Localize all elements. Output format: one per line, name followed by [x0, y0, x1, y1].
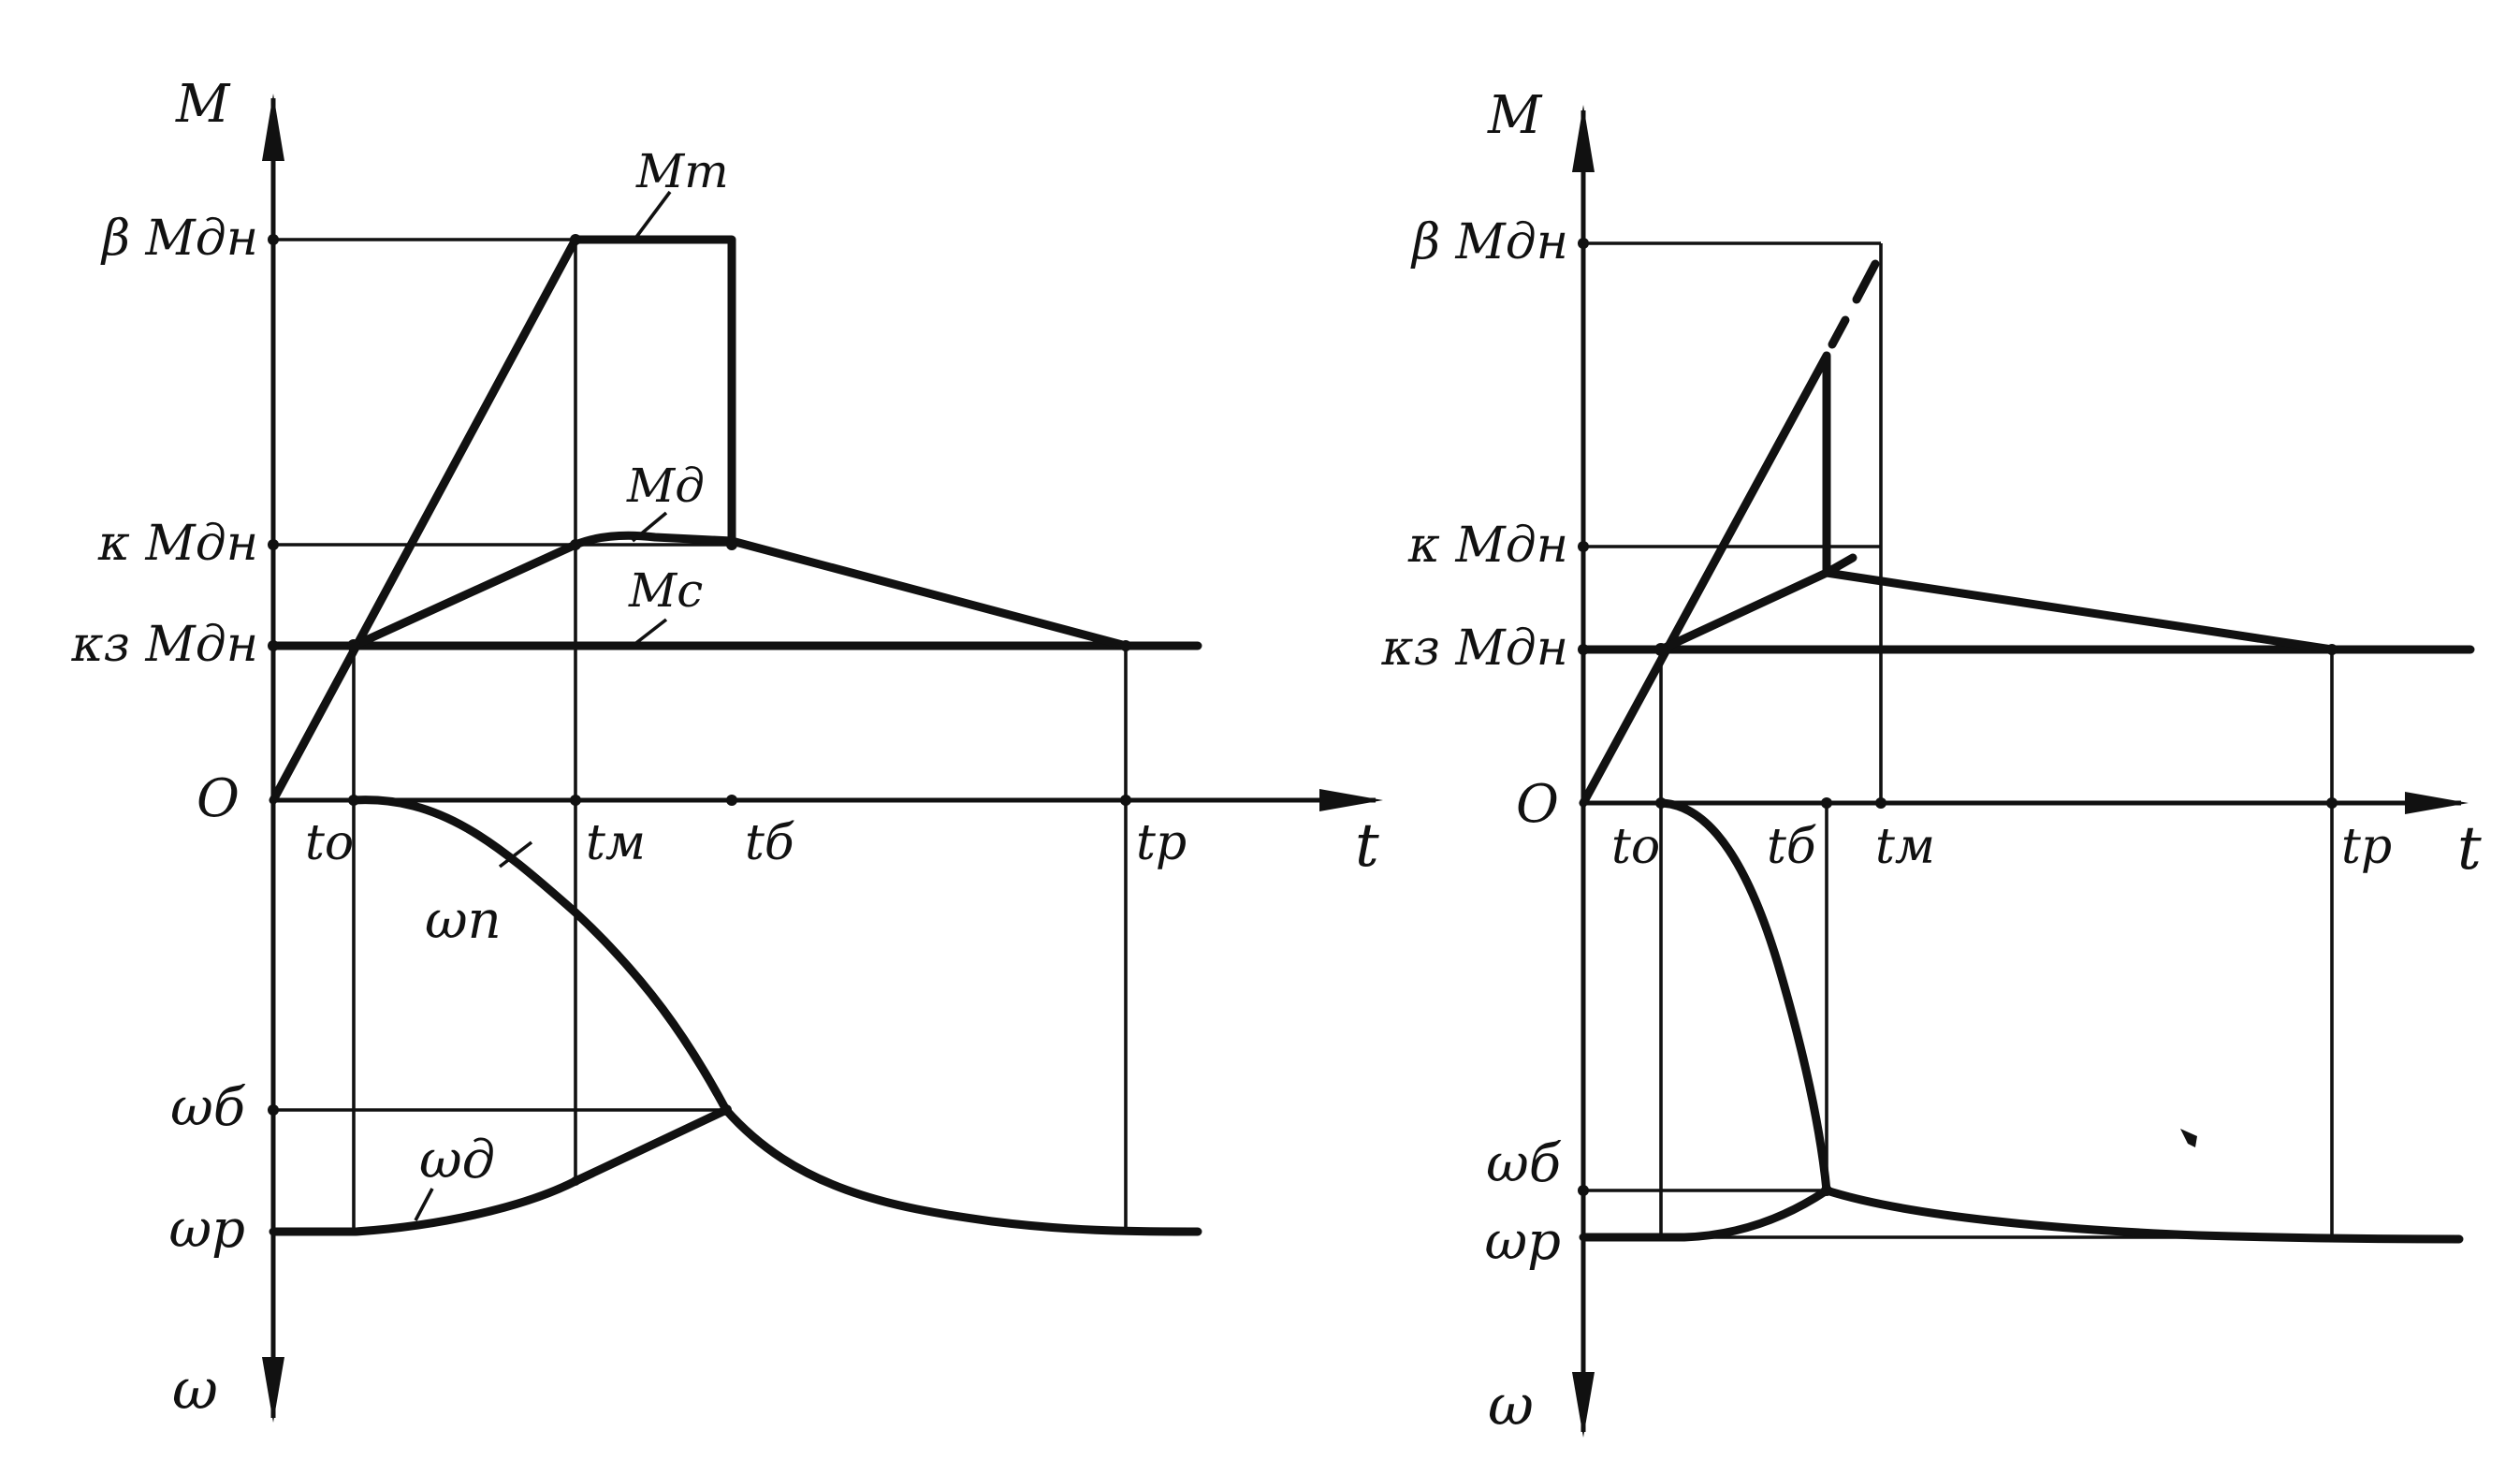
left-label-omega: ω [172, 1357, 218, 1423]
right-point-omega-b [1578, 1185, 1589, 1196]
left-label-md: Mд [626, 459, 705, 513]
left-points [268, 234, 1131, 1186]
right-point-tp [2326, 797, 2338, 809]
right-point-tb [1821, 797, 1832, 809]
right-label-beta-mdn: β Mдн [1410, 214, 1568, 270]
right-label-t: t [2457, 814, 2482, 883]
right-label-t0: to [1611, 819, 1660, 875]
right-curve-omega-d [1579, 1186, 1831, 1242]
right-curve-omega-n-tail [1822, 1186, 2464, 1244]
right-curves [1579, 259, 2475, 1244]
right-label-omega: ω [1488, 1373, 1534, 1438]
right-point-tp-k3 [2326, 644, 2338, 655]
right-guides [1583, 241, 2334, 1239]
left-label-omega-d: ωд [419, 1130, 495, 1190]
left-label-omega-n: ωn [425, 890, 502, 951]
right-curve-mt-dash-2 [1852, 259, 1880, 304]
right-point-tm [1875, 797, 1886, 809]
left-curve-omega-n-tail [721, 1105, 1202, 1236]
right-curve-mt [1579, 351, 1831, 808]
left-point-omega-b [268, 1104, 279, 1116]
left-point-tp [1120, 795, 1131, 806]
left-label-tb: tб [745, 815, 794, 871]
right-diagram: M ω t O β Mдн κ Mдн κз Mдн ωб ωp to tб t… [1381, 85, 2482, 1438]
left-label-k-mdn: κ Mдн [97, 516, 258, 572]
left-mc-leader [631, 618, 668, 648]
left-label-mc: Mс [628, 563, 703, 618]
left-curve-omega-n [349, 796, 731, 1115]
left-point-beta [268, 234, 279, 245]
left-curve-md [349, 531, 1130, 650]
left-point-tm-beta [570, 234, 581, 245]
left-label-m: M [175, 74, 231, 135]
left-label-tm: tм [586, 815, 646, 871]
right-label-origin: O [1516, 774, 1559, 835]
left-label-t: t [1355, 811, 1379, 881]
left-omega-d-leader [414, 1188, 434, 1221]
right-omega-axis-arrow [1572, 1372, 1595, 1438]
left-omega-axis-arrow [262, 1357, 284, 1423]
left-label-k3-mdn: κз Mдн [71, 617, 258, 673]
left-label-mt: Mт [635, 144, 729, 198]
right-point-k [1578, 541, 1589, 552]
left-m-axis-arrow [262, 94, 284, 161]
left-curve-omega-d [269, 1105, 731, 1236]
left-point-t0-k3 [347, 639, 360, 652]
left-labels: M ω t O β Mдн κ Mдн κз Mдн ωб ωp to tм t… [71, 74, 1379, 1423]
right-m-axis-arrow [1572, 105, 1595, 172]
right-point-t0 [1655, 797, 1667, 809]
left-mt-leader [633, 190, 672, 241]
right-curve-omega-n [1656, 798, 1831, 1195]
right-points [1578, 238, 2338, 1196]
left-label-beta-mdn: β Mдн [100, 211, 258, 267]
left-point-tm-k [570, 539, 581, 550]
right-t-axis-arrow [2405, 792, 2469, 814]
left-point-k3 [268, 640, 279, 651]
right-label-k-mdn: κ Mдн [1407, 518, 1568, 574]
left-point-tm-omega-d [571, 1176, 580, 1186]
left-guides [273, 190, 1198, 1232]
right-curve-md-ext [1822, 553, 1857, 577]
right-curve-mt-dash-1 [1828, 315, 1850, 349]
left-point-tb [726, 795, 737, 806]
left-label-omega-b: ωб [170, 1077, 246, 1138]
left-point-tm [570, 795, 581, 806]
right-label-tm: tм [1875, 819, 1935, 875]
right-point-beta [1578, 238, 1589, 249]
left-curves [269, 235, 1202, 1236]
right-label-tb: tб [1767, 819, 1816, 875]
left-curve-mt [269, 235, 736, 805]
left-t-axis-arrow [1319, 789, 1383, 811]
right-label-tp: tp [2341, 819, 2392, 875]
left-axes [262, 94, 1383, 1423]
right-curve-md [1656, 568, 2337, 654]
left-diagram: M ω t O β Mдн κ Mдн κз Mдн ωб ωp to tм t… [71, 74, 1383, 1423]
right-axes [1572, 105, 2469, 1438]
right-label-omega-p: ωp [1484, 1211, 1561, 1272]
right-point-t0-k3 [1654, 643, 1668, 656]
left-label-omega-p: ωp [168, 1199, 245, 1260]
left-label-tp: tp [1136, 815, 1187, 871]
left-label-t0: to [305, 815, 354, 871]
left-point-k [268, 539, 279, 550]
right-label-omega-b: ωб [1486, 1133, 1562, 1194]
left-point-tp-k3 [1120, 640, 1131, 651]
right-label-m: M [1487, 85, 1543, 146]
right-point-omega-b-curve [1821, 1185, 1832, 1196]
right-point-k3 [1578, 644, 1589, 655]
left-point-tb-k [726, 539, 737, 550]
left-omega-n-leader [498, 840, 533, 869]
right-label-k3-mdn: κз Mдн [1381, 620, 1568, 677]
left-point-omega-b-curve [721, 1104, 732, 1116]
left-label-origin: O [197, 768, 240, 829]
left-point-t0 [348, 795, 359, 806]
right-ink-mark [2180, 1129, 2197, 1147]
right-labels: M ω t O β Mдн κ Mдн κз Mдн ωб ωp to tб t… [1381, 85, 2482, 1438]
